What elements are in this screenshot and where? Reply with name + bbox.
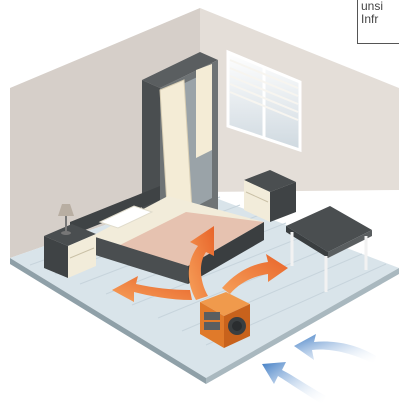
- caption-line-2: Infr: [361, 13, 399, 26]
- cool-airflow-arrow-icon: [262, 334, 376, 404]
- caption-text-box: unsi Infr: [357, 0, 399, 44]
